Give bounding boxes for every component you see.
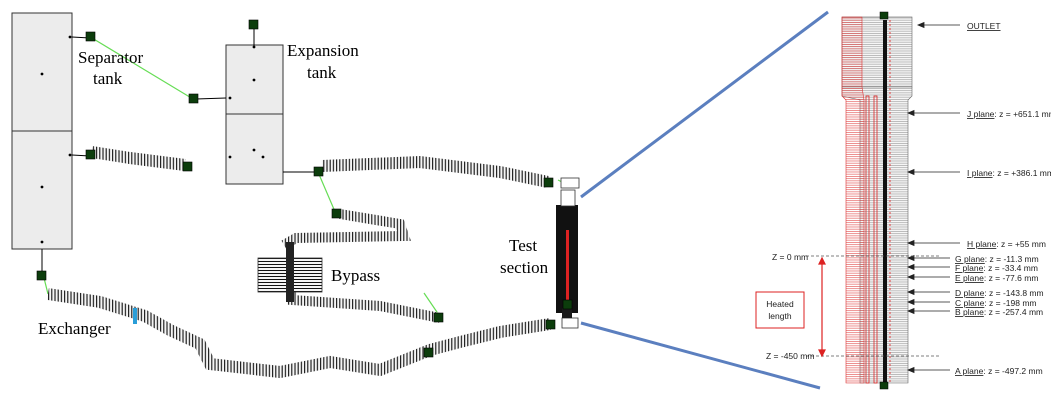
plane-value: : z = -198 mm bbox=[984, 298, 1036, 308]
plane-value: : z = +55 mm bbox=[996, 239, 1046, 249]
heated-length-arrow bbox=[818, 256, 826, 358]
plane-label-f: F plane: z = -33.4 mm bbox=[955, 263, 1038, 273]
z-top-label: Z = 0 mm bbox=[772, 252, 808, 262]
bypass-valve bbox=[257, 242, 323, 302]
plane-labels: J plane: z = +651.1 mm I plane: z = +386… bbox=[955, 109, 1051, 376]
expansion-tank-label-line1: Expansion bbox=[287, 41, 359, 60]
bypass-label: Bypass bbox=[331, 266, 380, 285]
expansion-tank-label-line2: tank bbox=[307, 63, 337, 82]
z-reference-lines bbox=[806, 255, 940, 357]
plane-label-i: I plane: z = +386.1 mm bbox=[967, 168, 1051, 178]
heated-length-label-line1: Heated bbox=[766, 299, 794, 309]
zoom-lines bbox=[580, 10, 829, 390]
exchanger-label: Exchanger bbox=[38, 319, 111, 338]
plane-name: G plane bbox=[955, 254, 985, 264]
lower-pipe bbox=[47, 288, 551, 379]
plane-value: : z = -33.4 mm bbox=[983, 263, 1038, 273]
plane-label-g: G plane: z = -11.3 mm bbox=[955, 254, 1039, 264]
separator-tank-label-line1: Separator bbox=[78, 48, 143, 67]
test-section-detail bbox=[841, 11, 913, 390]
plane-value: : z = -77.6 mm bbox=[984, 273, 1039, 283]
plane-value: : z = -257.4 mm bbox=[984, 307, 1043, 317]
plane-value: : z = -11.3 mm bbox=[985, 254, 1039, 264]
outlet-label: OUTLET bbox=[967, 21, 1001, 31]
plane-value: : z = +386.1 mm bbox=[993, 168, 1051, 178]
plane-label-j: J plane: z = +651.1 mm bbox=[967, 109, 1051, 119]
plane-label-e: E plane: z = -77.6 mm bbox=[955, 273, 1038, 283]
plane-name: D plane bbox=[955, 288, 985, 298]
plane-name: E plane bbox=[955, 273, 984, 283]
separator-tank-label-line2: tank bbox=[93, 69, 123, 88]
plane-value: : z = +651.1 mm bbox=[994, 109, 1051, 119]
exchanger-marker bbox=[133, 308, 137, 324]
plane-label-d: D plane: z = -143.8 mm bbox=[955, 288, 1044, 298]
heated-length-box bbox=[755, 291, 805, 329]
separator-expansion-pipe bbox=[91, 146, 186, 171]
plane-value: : z = -143.8 mm bbox=[984, 288, 1043, 298]
plane-value: : z = -497.2 mm bbox=[983, 366, 1042, 376]
z-bottom-label: Z = -450 mm bbox=[766, 351, 814, 361]
test-section-loop bbox=[556, 177, 580, 329]
test-section-label-line1: Test bbox=[509, 236, 537, 255]
bypass-pipe bbox=[281, 209, 411, 250]
plane-arrows bbox=[906, 21, 960, 374]
plane-label-h: H plane: z = +55 mm bbox=[967, 239, 1046, 249]
plane-name: H plane bbox=[967, 239, 997, 249]
plane-label-b: B plane: z = -257.4 mm bbox=[955, 307, 1043, 317]
plane-label-a: A plane: z = -497.2 mm bbox=[955, 366, 1043, 376]
nodes bbox=[36, 19, 573, 358]
separator-tank bbox=[11, 12, 73, 250]
upper-pipe bbox=[321, 155, 550, 188]
plane-name: B plane bbox=[955, 307, 984, 317]
test-section-label-line2: section bbox=[500, 258, 549, 277]
plane-name: J plane bbox=[967, 109, 995, 119]
plane-name: F plane bbox=[955, 263, 984, 273]
plane-name: I plane bbox=[967, 168, 993, 178]
plane-label-c: C plane: z = -198 mm bbox=[955, 298, 1037, 308]
plane-name: A plane bbox=[955, 366, 984, 376]
plane-name: C plane bbox=[955, 298, 985, 308]
bypass-return-pipe bbox=[287, 288, 441, 323]
expansion-tank bbox=[225, 44, 284, 185]
heated-length-label-line2: length bbox=[768, 311, 791, 321]
